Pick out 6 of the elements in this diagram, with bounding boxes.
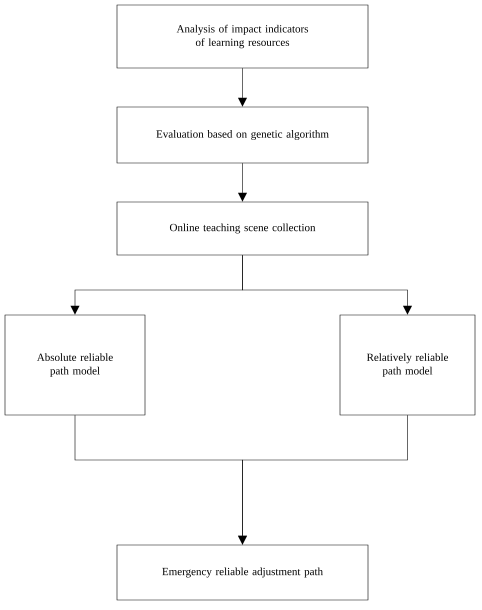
process-box: Evaluation based on genetic algorithm: [116, 106, 368, 164]
process-box: Relatively reliable path model: [340, 314, 476, 416]
process-box: Online teaching scene collection: [116, 202, 368, 256]
process-box: Emergency reliable adjustment path: [116, 544, 368, 600]
process-box: Analysis of impact indicators of learning resources: [116, 4, 368, 68]
process-box: Absolute reliable path model: [4, 314, 146, 416]
